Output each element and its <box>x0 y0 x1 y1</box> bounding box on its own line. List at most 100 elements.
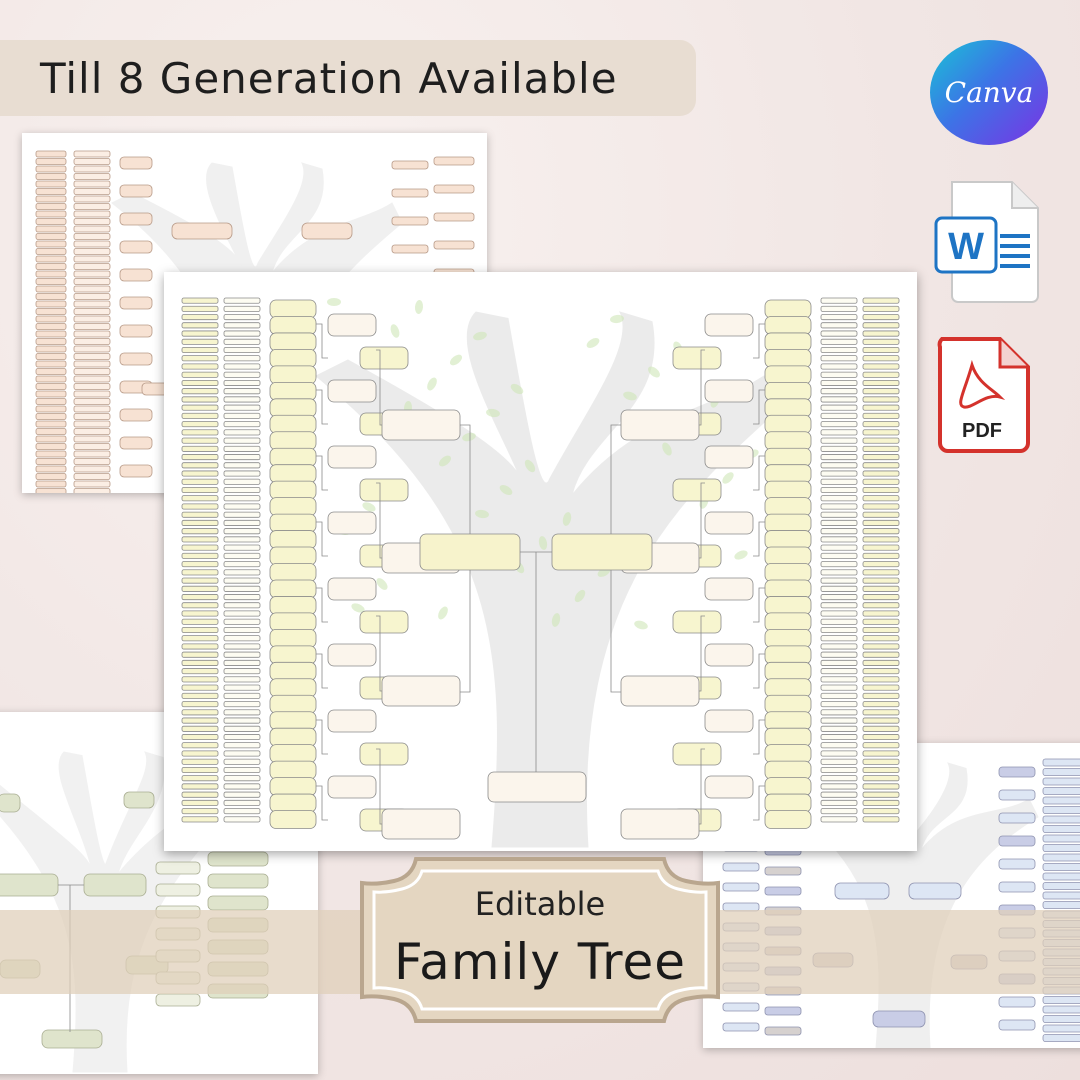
person-box <box>223 437 261 444</box>
person-box <box>327 577 377 601</box>
person-box <box>764 579 812 599</box>
person-box <box>223 338 261 345</box>
person-box <box>764 694 812 714</box>
person-box <box>35 278 67 285</box>
leaf-shape <box>449 354 463 366</box>
person-box <box>391 160 429 170</box>
person-box <box>73 473 111 480</box>
person-box <box>223 528 261 535</box>
person-box <box>223 305 261 312</box>
person-box <box>181 454 219 461</box>
person-box <box>862 717 900 724</box>
page-title: Till 8 Generation Available <box>40 54 618 103</box>
person-box <box>820 750 858 757</box>
person-box <box>155 883 201 897</box>
leaf-shape <box>648 366 660 378</box>
leaf-shape <box>538 536 548 550</box>
person-box <box>862 371 900 378</box>
person-box <box>359 478 409 502</box>
person-box <box>820 396 858 403</box>
connector-line <box>376 482 382 559</box>
person-box <box>35 413 67 420</box>
person-box <box>181 725 219 732</box>
person-box <box>862 816 900 823</box>
person-box <box>223 429 261 436</box>
person-box <box>119 352 153 366</box>
person-box <box>704 313 754 337</box>
person-box <box>327 511 377 535</box>
person-box <box>704 511 754 535</box>
person-box <box>704 775 754 799</box>
person-box <box>998 996 1036 1008</box>
person-box <box>181 552 219 559</box>
person-box <box>73 263 111 270</box>
person-box <box>620 808 700 840</box>
person-box <box>181 602 219 609</box>
person-box <box>862 544 900 551</box>
person-box <box>359 610 409 634</box>
leaf-shape <box>574 589 586 603</box>
person-box <box>862 750 900 757</box>
person-box <box>391 188 429 198</box>
person-box <box>35 450 67 458</box>
person-box <box>269 563 317 582</box>
person-box <box>820 552 858 559</box>
leaf-shape <box>362 502 376 512</box>
person-box <box>73 353 111 360</box>
person-box <box>73 278 111 285</box>
leaf-shape <box>623 391 637 401</box>
person-box <box>820 684 858 691</box>
person-box <box>73 218 111 225</box>
person-box <box>862 635 900 642</box>
person-box <box>862 412 900 419</box>
person-box <box>73 443 111 450</box>
person-box <box>35 390 67 398</box>
person-box <box>820 379 858 386</box>
person-box <box>223 470 261 477</box>
person-box <box>862 305 900 312</box>
person-box <box>73 398 111 405</box>
person-box <box>223 618 261 625</box>
connector-line <box>753 455 765 491</box>
person-box <box>35 420 67 428</box>
person-box <box>862 676 900 683</box>
person-box <box>171 222 233 240</box>
person-box <box>35 465 67 473</box>
person-box <box>269 727 317 747</box>
person-box <box>820 330 858 337</box>
person-box <box>181 338 219 345</box>
person-box <box>181 692 219 699</box>
leaf-shape <box>634 620 648 630</box>
person-box <box>998 858 1036 870</box>
person-box <box>269 546 317 566</box>
person-box <box>73 450 111 458</box>
person-box <box>433 212 475 222</box>
person-box <box>181 404 219 411</box>
person-box <box>35 458 67 465</box>
person-box <box>223 684 261 691</box>
person-box <box>73 240 111 248</box>
person-box <box>764 1026 802 1036</box>
person-box <box>181 783 219 790</box>
person-box <box>223 626 261 634</box>
person-box <box>764 316 812 335</box>
person-box <box>381 675 461 707</box>
person-box <box>862 330 900 337</box>
person-box <box>1042 853 1080 862</box>
person-box <box>35 435 67 443</box>
person-box <box>73 390 111 398</box>
person-box <box>998 789 1036 801</box>
person-box <box>269 447 317 467</box>
person-box <box>419 533 521 571</box>
person-box <box>820 412 858 419</box>
connector-line <box>753 653 765 689</box>
person-box <box>764 414 812 434</box>
person-box <box>73 248 111 255</box>
connector-line <box>316 455 328 491</box>
person-box <box>820 503 858 510</box>
connector-line <box>753 587 765 623</box>
person-box <box>269 579 317 599</box>
connector-line <box>316 521 328 557</box>
person-box <box>862 758 900 765</box>
person-box <box>862 643 900 650</box>
